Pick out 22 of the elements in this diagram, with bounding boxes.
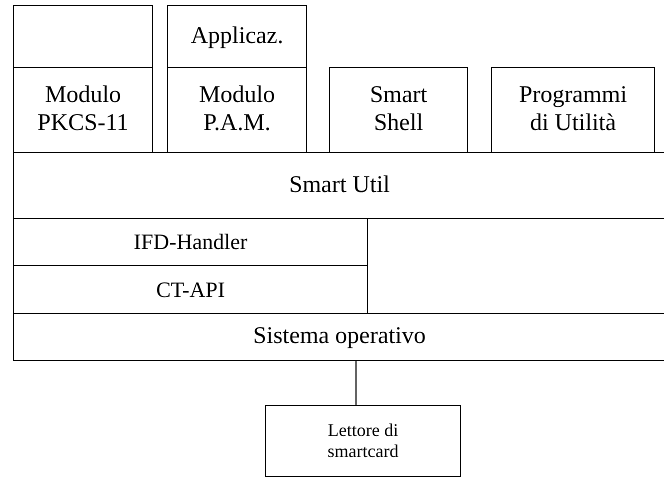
blank-box — [13, 5, 153, 68]
program-box — [491, 67, 655, 153]
layer-band — [13, 313, 664, 361]
node-label: CT-API — [156, 276, 225, 302]
module-box — [167, 67, 307, 153]
node-label: Programmi di Utilità — [518, 82, 628, 138]
node-label: Smart Util — [289, 172, 390, 200]
connector-line — [355, 361, 357, 405]
layer-band — [13, 152, 664, 219]
node-label: IFD-Handler — [134, 229, 248, 255]
node-label: Applicaz. — [190, 22, 284, 50]
node-label: Lettore di smartcard — [326, 420, 400, 462]
module-box — [13, 67, 153, 153]
program-box — [329, 67, 468, 153]
layer-box — [13, 218, 368, 266]
node-label: Modulo P.A.M. — [198, 82, 276, 138]
app-box — [167, 5, 307, 68]
layer-box — [13, 265, 368, 314]
device-box — [265, 405, 461, 477]
node-label: Modulo PKCS-11 — [36, 82, 130, 138]
node-label: Sistema operativo — [253, 323, 426, 351]
node-label: Smart Shell — [368, 82, 428, 138]
